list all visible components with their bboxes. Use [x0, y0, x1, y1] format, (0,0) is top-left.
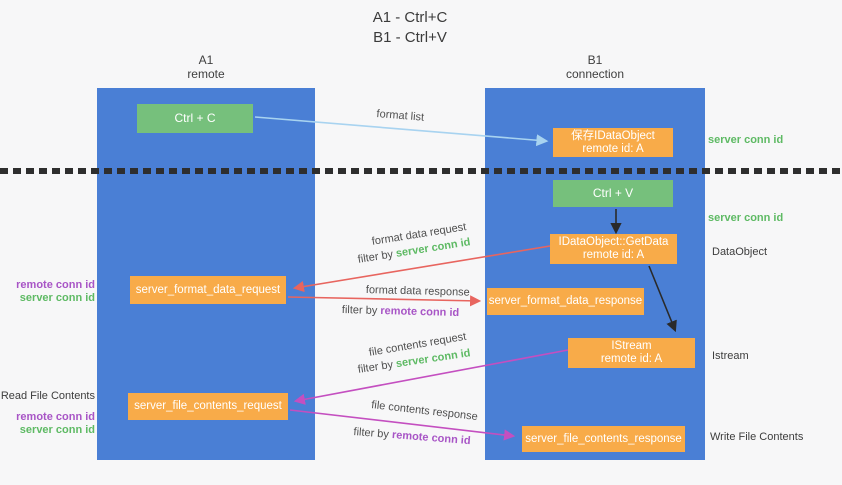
lifeline-b1-name: B1: [587, 53, 603, 67]
filter-by-text-4: filter by: [353, 426, 390, 441]
title-line-2: B1 - Ctrl+V: [373, 29, 447, 46]
ctrl-v-node: Ctrl + V: [553, 180, 673, 207]
server-conn-id-right-top: server conn id: [708, 134, 784, 146]
session-divider-dotted-line: [0, 168, 842, 174]
server-format-data-response-label: server_format_data_response: [488, 295, 643, 307]
save-dataobject-node: 保存IDataObject remote id: A: [553, 128, 673, 157]
dataobject-side-label: DataObject: [712, 246, 768, 258]
conn-id-left-group-2: remote conn id server conn id: [0, 411, 95, 437]
server-format-data-request-label: server_format_data_request: [135, 283, 281, 296]
istream-node: IStream remote id: A: [568, 338, 695, 368]
lifeline-b1-role: connection: [565, 67, 625, 81]
server-file-contents-response-node: server_file_contents_response: [522, 426, 685, 452]
server-conn-id-right-mid: server conn id: [708, 212, 784, 224]
ctrl-v-label: Ctrl + V: [592, 186, 634, 200]
write-file-contents-label: Write File Contents: [710, 431, 804, 443]
lifeline-header-a1: A1 remote: [146, 53, 266, 81]
istream-line1: IStream: [611, 340, 652, 352]
server-file-contents-response-label: server_file_contents_response: [525, 432, 682, 445]
ctrl-c-node: Ctrl + C: [137, 104, 253, 133]
filter-by-remote-conn-id-label-1: filter by remote conn id: [342, 304, 460, 319]
ctrl-c-label: Ctrl + C: [174, 111, 216, 125]
getdata-node: IDataObject::GetData remote id: A: [550, 234, 677, 264]
file-contents-response-label: file contents response: [370, 399, 479, 424]
lifeline-a1-name: A1: [198, 53, 214, 67]
format-data-response-label: format data response: [365, 284, 470, 299]
format-list-label: format list: [376, 108, 425, 124]
server-format-data-response-node: server_format_data_response: [487, 288, 644, 315]
istream-side-label: Istream: [712, 350, 749, 362]
lifeline-header-b1: B1 connection: [535, 53, 655, 81]
remote-conn-id-left-2: remote conn id: [16, 411, 95, 423]
remote-conn-id-left-1: remote conn id: [16, 279, 95, 291]
server-conn-id-left-1: server conn id: [19, 292, 95, 304]
server-conn-id-left-2: server conn id: [19, 424, 95, 436]
server-file-contents-request-node: server_file_contents_request: [128, 393, 288, 420]
filter-by-remote-conn-id-label-2: filter by remote conn id: [353, 426, 471, 447]
title-line-1: A1 - Ctrl+C: [372, 9, 448, 26]
remote-conn-id-inline-1: remote conn id: [380, 305, 460, 320]
server-format-data-request-node: server_format_data_request: [130, 276, 286, 304]
getdata-line1: IDataObject::GetData: [558, 236, 669, 248]
save-dataobject-line1: 保存IDataObject: [571, 129, 655, 142]
server-file-contents-request-label: server_file_contents_request: [134, 400, 282, 412]
filter-by-text-1: filter by: [357, 248, 394, 266]
lifeline-a1-role: remote: [187, 67, 225, 81]
remote-conn-id-inline-2: remote conn id: [391, 429, 472, 448]
filter-by-text-2: filter by: [341, 304, 378, 317]
filter-by-text-3: filter by: [357, 358, 394, 376]
conn-id-left-group-1: remote conn id server conn id: [0, 279, 95, 305]
read-file-contents-label: Read File Contents: [0, 390, 95, 402]
getdata-line2: remote id: A: [582, 249, 645, 261]
istream-line2: remote id: A: [600, 353, 663, 365]
diagram-title: A1 - Ctrl+C B1 - Ctrl+V: [330, 8, 490, 48]
save-dataobject-line2: remote id: A: [582, 142, 644, 155]
